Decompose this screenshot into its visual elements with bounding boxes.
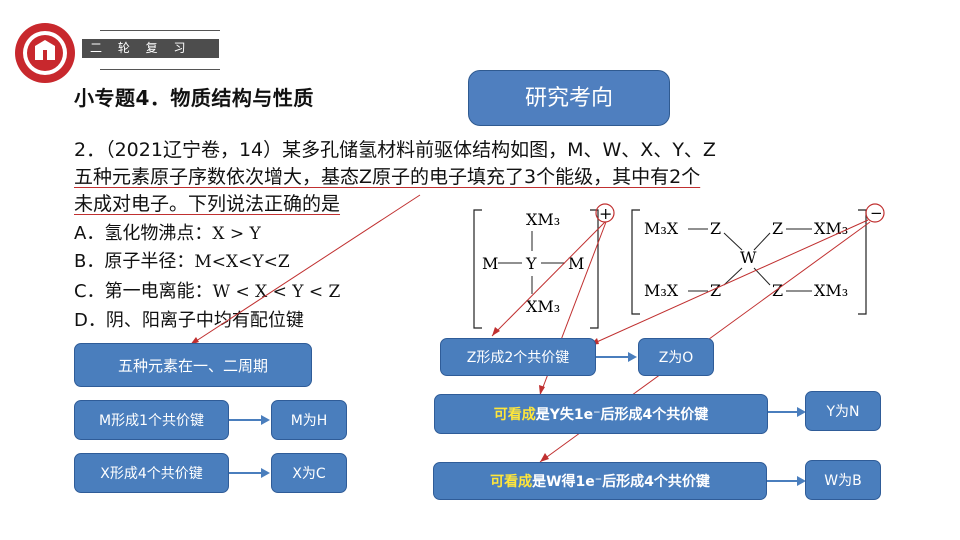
research-direction-button[interactable]: 研究考向	[468, 70, 670, 126]
cation-center-atom: Y	[525, 254, 537, 273]
connector-m-head	[261, 415, 270, 425]
anion-bracket-left	[631, 209, 640, 315]
question-line-3-text: 未成对电子。下列说法正确的是	[74, 193, 341, 215]
connector-z-head	[628, 352, 637, 362]
option-b[interactable]: B．原子半径：M<X<Y<Z	[74, 247, 290, 273]
cation-charge: +	[599, 204, 612, 223]
m-bond-box[interactable]: M形成1个共价键	[74, 400, 229, 440]
option-a-letter: A．	[74, 223, 105, 244]
arrow-question-to-period	[189, 194, 421, 346]
connector-y-head	[797, 407, 806, 417]
question-line-2: 五种元素原子序数依次增大，基态Z原子的电子填充了3个能级，其中有2个	[74, 166, 701, 188]
option-c-text: 第一电离能：	[104, 281, 213, 302]
topic-title: 小专题4．物质结构与性质	[74, 86, 314, 110]
arrow-anion-to-z	[589, 219, 869, 346]
banner-line-top	[100, 30, 220, 31]
question-line-3: 未成对电子。下列说法正确的是	[74, 189, 340, 216]
anion-bond-w-tl	[723, 232, 743, 251]
anion-bond-w-tr	[753, 232, 771, 251]
school-logo	[15, 23, 75, 83]
cation-right-atom: M	[568, 254, 584, 273]
z-result-box[interactable]: Z为O	[638, 338, 714, 376]
anion-br-group: XM₃	[814, 281, 848, 300]
elements-period-box[interactable]: 五种元素在一、二周期	[74, 343, 312, 387]
anion-bl-group: M₃X	[644, 281, 679, 300]
anion-z-tr: Z	[772, 219, 783, 238]
cation-left-atom: M	[482, 254, 498, 273]
connector-x-head	[261, 468, 270, 478]
y-result-box[interactable]: Y为N	[805, 391, 881, 431]
y-highlight: 可看成	[493, 407, 536, 423]
option-b-letter: B．	[74, 251, 105, 272]
option-d-letter: D．	[74, 310, 106, 331]
option-d[interactable]: D．阴、阳离子中均有配位键	[74, 306, 304, 332]
w-result-box[interactable]: W为B	[805, 460, 881, 500]
arrow-cation-to-z	[491, 221, 606, 337]
arrowhead-z	[492, 327, 500, 336]
x-result-box[interactable]: X为C	[271, 453, 347, 493]
m-result-box[interactable]: M为H	[271, 400, 347, 440]
question-line-1: 2．（2021辽宁卷，14）某多孔储氢材料前驱体结构如图，M、W、X、Y、Z	[74, 139, 716, 161]
option-c[interactable]: C．第一电离能：W < X < Y < Z	[74, 277, 340, 303]
anion-charge-circle	[865, 203, 885, 223]
arrowhead-w	[540, 453, 549, 462]
option-d-text: 阴、阳离子中均有配位键	[105, 310, 304, 331]
banner-line-bottom	[100, 69, 220, 70]
option-b-text: 原子半径：	[104, 251, 195, 272]
anion-tl-group: M₃X	[644, 219, 679, 238]
review-strategy-banner: 二 轮 复 习 策 略	[82, 39, 219, 74]
option-b-formula: M<X<Y<Z	[194, 252, 290, 272]
option-a-text: 氢化物沸点：	[104, 223, 213, 244]
z-bond-box[interactable]: Z形成2个共价键	[440, 338, 596, 376]
anion-z-bl: Z	[710, 281, 721, 300]
anion-z-br: Z	[772, 281, 783, 300]
cation-bracket-left	[473, 209, 482, 329]
option-a[interactable]: A．氢化物沸点：X > Y	[74, 219, 261, 245]
anion-bracket-right	[858, 209, 867, 315]
w-highlight: 可看成	[490, 474, 533, 490]
option-a-formula: X > Y	[212, 224, 261, 244]
anion-bond-w-br	[753, 267, 771, 286]
anion-bond-w-bl	[723, 267, 743, 286]
anion-tr-group: XM₃	[814, 219, 848, 238]
y-analysis-text: 是Y失1e⁻后形成4个共价键	[535, 407, 709, 423]
connector-w-head	[797, 476, 806, 486]
cation-bottom-group: XM₃	[526, 297, 560, 316]
anion-z-tl: Z	[710, 219, 721, 238]
option-c-letter: C．	[74, 281, 105, 302]
anion-charge: −	[870, 204, 883, 222]
w-analysis-box[interactable]: 可看成是W得1e⁻后形成4个共价键	[433, 462, 767, 500]
arrowhead-y	[539, 385, 545, 395]
y-analysis-box[interactable]: 可看成是Y失1e⁻后形成4个共价键	[434, 394, 768, 434]
x-bond-box[interactable]: X形成4个共价键	[74, 453, 229, 493]
cation-top-group: XM₃	[526, 210, 560, 229]
w-analysis-text: 是W得1e⁻后形成4个共价键	[532, 474, 710, 490]
anion-center-atom: W	[740, 248, 757, 267]
option-c-formula: W < X < Y < Z	[212, 282, 341, 302]
cation-bracket-right	[590, 209, 599, 329]
